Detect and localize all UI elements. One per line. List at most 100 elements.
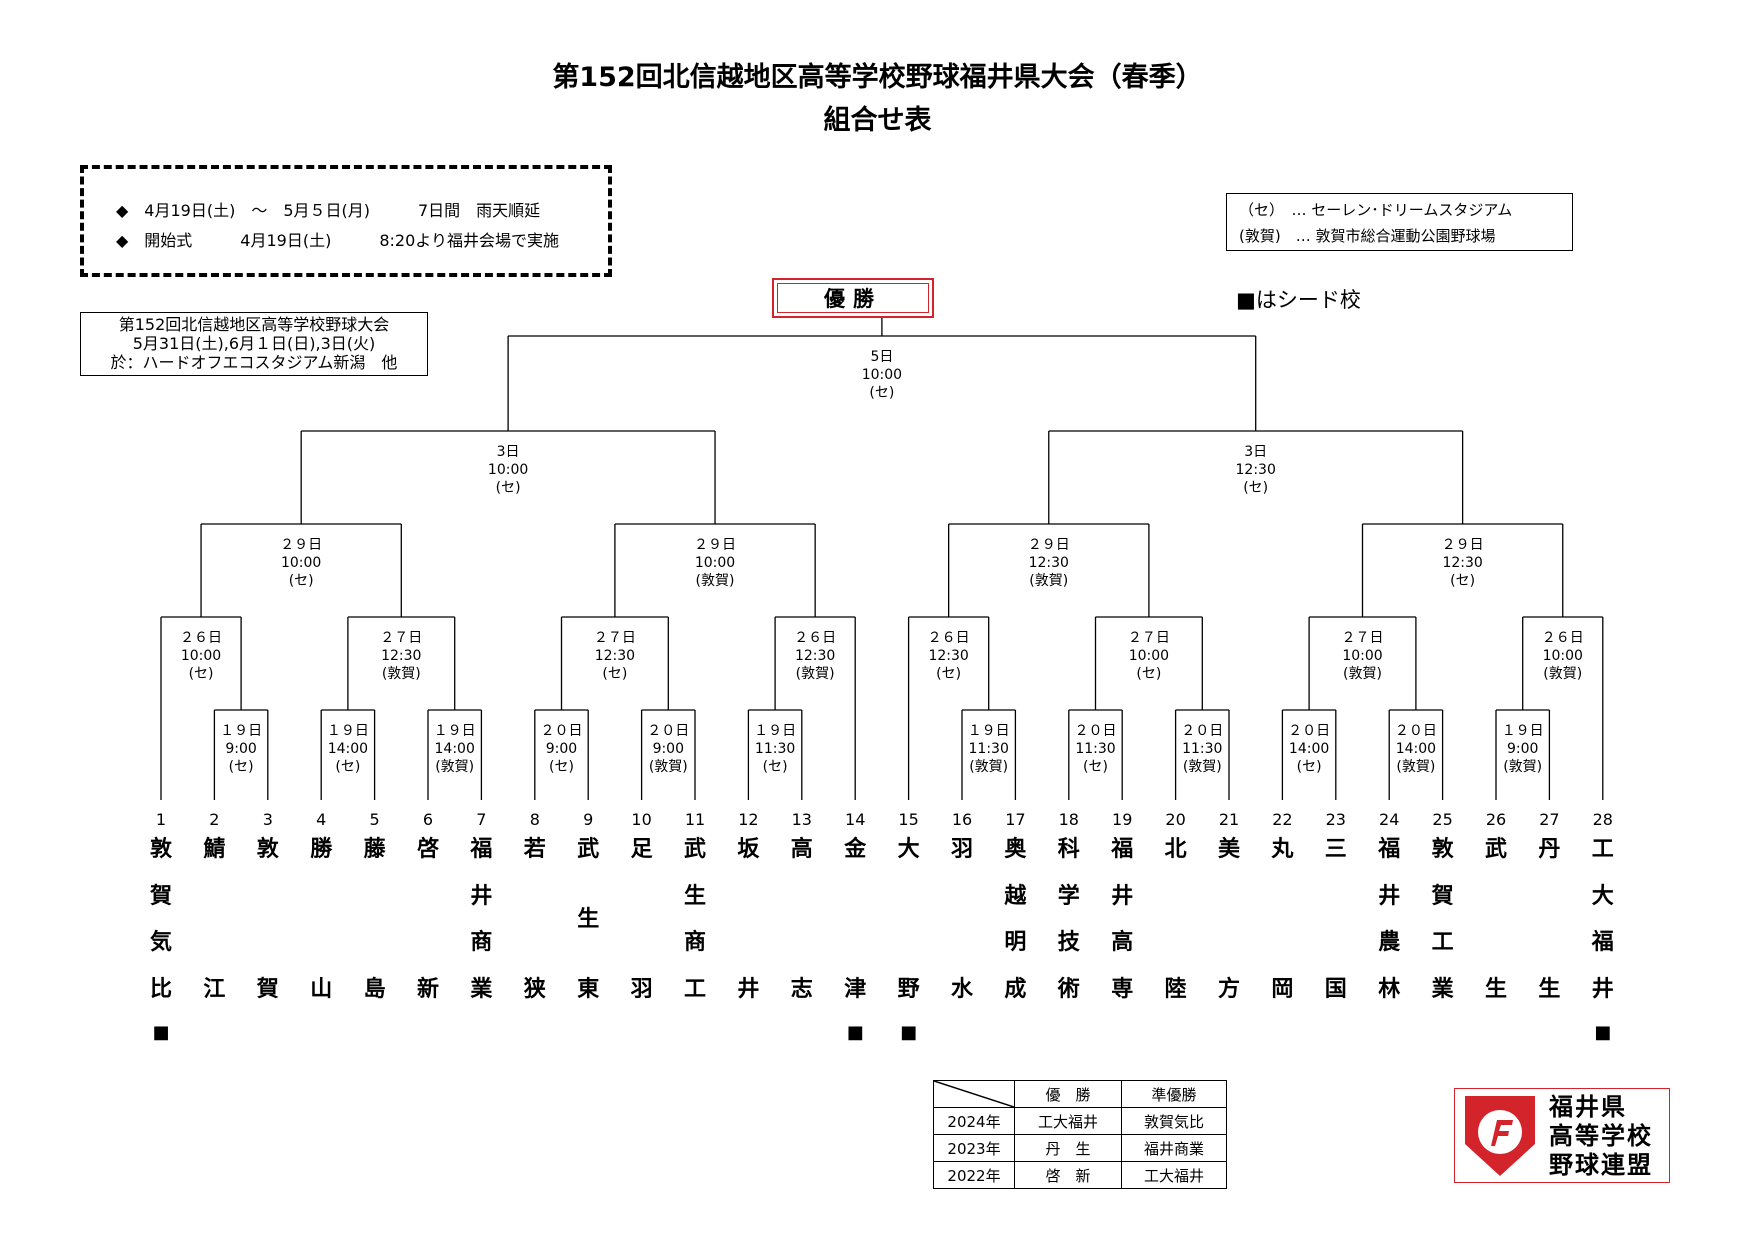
team-number: 9 — [583, 810, 593, 829]
team-name-char: 足 — [631, 837, 653, 862]
quarterfinal-match-info-text: 12:30 — [1029, 555, 1069, 571]
quarterfinal-match-info-text: ２９日 — [280, 537, 322, 553]
federation-name-line2: 高等学校 — [1549, 1122, 1653, 1150]
final-match-info-text: (セ) — [869, 385, 894, 401]
schedule-opening: ◆ 開始式 4月19日(土) 8:20より福井会場で実施 — [116, 231, 559, 250]
results-champion: 啓 新 — [1014, 1161, 1122, 1189]
round2-match-info-text: 12:30 — [595, 648, 635, 664]
team-name-char: 生 — [684, 884, 706, 909]
round1-match-info-text: (セ) — [763, 759, 788, 775]
results-row: 2024年 工大福井 敦賀気比 — [933, 1107, 1227, 1135]
round2-match-info-text: 12:30 — [381, 648, 421, 664]
quarterfinal-match-info-text: (セ) — [1450, 573, 1475, 589]
team-name-char: 奥 — [1004, 836, 1027, 862]
team-name-char: 農 — [1378, 930, 1400, 955]
team-name-char: 藤 — [364, 836, 387, 862]
results-header-champion: 優 勝 — [1014, 1080, 1122, 1108]
round1-match-info-text: 11:30 — [755, 741, 795, 757]
team-name-char: 岡 — [1271, 977, 1293, 1002]
team-number: 3 — [263, 810, 273, 829]
team-name-char: 新 — [417, 976, 439, 1002]
round1-match-info-text: ２０日 — [1075, 723, 1117, 739]
round1-match-info-text: １９日 — [754, 723, 796, 739]
team-name-char: 武 — [577, 837, 599, 862]
team-name-char: 鯖 — [203, 837, 225, 862]
semifinal-match-info-text: 10:00 — [488, 462, 528, 478]
diagonal-line-icon — [934, 1081, 1014, 1107]
schedule-dates: ◆ 4月19日(土) ～ 5月５日(月) 7日間 雨天順延 — [116, 201, 541, 220]
team-number: 22 — [1272, 810, 1292, 829]
team-number: 13 — [792, 810, 812, 829]
round1-match-info-text: ２０日 — [647, 723, 689, 739]
team-name-char: 北 — [1165, 837, 1187, 862]
team-name-char: 賀 — [256, 977, 279, 1002]
team-name-char: 科 — [1058, 837, 1080, 862]
round1-match-info-text: 11:30 — [1075, 741, 1115, 757]
round1-match-info-text: 11:30 — [1182, 741, 1222, 757]
regional-info: 第152回北信越地区高等学校野球大会 5月31日(土),6月１日(日),3日(火… — [80, 312, 428, 376]
team-name-char: 工 — [684, 977, 706, 1002]
round1-match-info-text: 9:00 — [225, 741, 256, 757]
team-name-char: 福 — [1591, 930, 1614, 955]
results-runnerup: 福井商業 — [1121, 1134, 1227, 1162]
round1-match-info-text: (セ) — [335, 759, 360, 775]
team-name-char: 津 — [844, 976, 866, 1002]
team-name-char: 成 — [1004, 977, 1026, 1002]
federation-logo: 福井県 高等学校 野球連盟 — [1454, 1088, 1670, 1183]
team-number: 25 — [1432, 810, 1452, 829]
team-name-char: 生 — [1538, 977, 1560, 1002]
round1-match-info-text: ２０日 — [541, 723, 583, 739]
round1-match-info-text: (敦賀) — [649, 759, 688, 775]
team-name-char: 高 — [791, 836, 813, 862]
schedule-box: ◆ 4月19日(土) ～ 5月５日(月) 7日間 雨天順延 ◆ 開始式 4月19… — [80, 165, 612, 277]
team-name-char: 生 — [577, 907, 599, 932]
round2-match-info-text: (セ) — [936, 666, 961, 682]
round2-match-info-text: (敦賀) — [1343, 666, 1382, 682]
team-number: 24 — [1379, 810, 1399, 829]
round2-match-info-text: (敦賀) — [382, 666, 421, 682]
round1-match-info-text: 14:00 — [1396, 741, 1436, 757]
team-name-char: 敦 — [257, 836, 280, 862]
team-name-char: 野 — [898, 977, 920, 1002]
team-name-char: 術 — [1057, 976, 1080, 1002]
venue-se: （セ） … セーレン･ドリームスタジアム — [1239, 201, 1513, 219]
champion-label: 優勝 — [777, 283, 929, 313]
round2-match-info-text: ２７日 — [594, 630, 636, 646]
final-match-info-text: 10:00 — [862, 367, 902, 383]
final-match-info-text: 5日 — [870, 349, 893, 365]
quarterfinal-match-info-text: ２９日 — [1028, 537, 1070, 553]
team-number: 16 — [952, 810, 972, 829]
team-name-char: 大 — [1592, 884, 1614, 909]
team-number: 20 — [1165, 810, 1185, 829]
quarterfinal-match-info-text: (セ) — [289, 573, 314, 589]
team-name-char: 武 — [1485, 837, 1507, 862]
team-name-char: 気 — [150, 929, 172, 955]
results-runnerup: 敦賀気比 — [1121, 1107, 1227, 1135]
regional-title: 第152回北信越地区高等学校野球大会 — [118, 315, 390, 334]
results-row: 2023年 丹 生 福井商業 — [933, 1134, 1227, 1162]
team-name-char: 商 — [684, 929, 706, 955]
round1-match-info-text: 9:00 — [546, 741, 577, 757]
team-name-char: 明 — [1004, 930, 1026, 955]
federation-name-line1: 福井県 — [1549, 1093, 1627, 1121]
team-number: 15 — [898, 810, 918, 829]
team-name-char: 国 — [1325, 977, 1347, 1002]
team-name-char: 越 — [1003, 884, 1027, 909]
team-name-char: 商 — [470, 929, 492, 955]
team-number: 18 — [1059, 810, 1079, 829]
semifinal-match-info-text: 12:30 — [1236, 462, 1276, 478]
team-name-char: 方 — [1218, 976, 1240, 1002]
round2-match-info-text: 12:30 — [928, 648, 968, 664]
round1-match-info-text: 11:30 — [969, 741, 1009, 757]
team-name-char: 坂 — [737, 837, 760, 862]
quarterfinal-match-info-text: ２９日 — [694, 537, 736, 553]
round1-match-info-text: 14:00 — [328, 741, 368, 757]
quarterfinal-match-info-text: 10:00 — [695, 555, 735, 571]
team-name-char: 福 — [1110, 837, 1133, 862]
round2-match-info-text: ２７日 — [380, 630, 422, 646]
round1-match-info-text: (敦賀) — [1503, 759, 1542, 775]
team-name-char: 江 — [203, 977, 225, 1002]
team-number: 23 — [1326, 810, 1346, 829]
champion-box: 優勝 — [772, 278, 934, 318]
round2-match-info-text: ２７日 — [1128, 630, 1170, 646]
